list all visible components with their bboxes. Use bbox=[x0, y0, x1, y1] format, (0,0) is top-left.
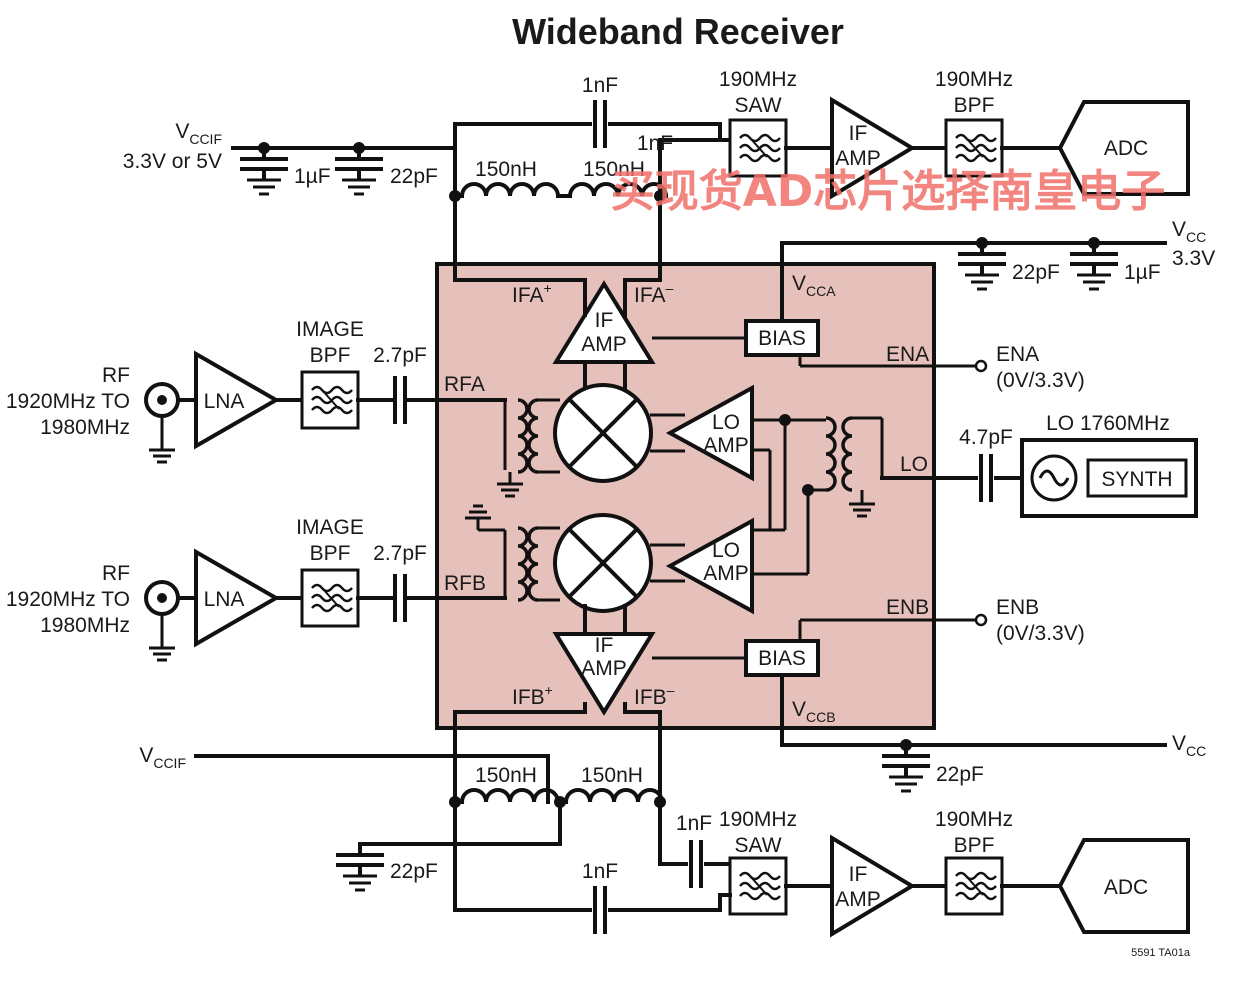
bottom-cap-22pf: 22pF bbox=[390, 860, 438, 883]
bottom-ind-a: 150nH bbox=[475, 764, 537, 787]
pin-vccb: VCCB bbox=[792, 698, 836, 725]
if-amp-b-label-2: AMP bbox=[581, 657, 627, 680]
pin-rfa: RFA bbox=[444, 373, 485, 396]
lo-amp-b-label-1: LO bbox=[712, 539, 740, 562]
ena-label: ENA bbox=[996, 343, 1039, 366]
pin-ifb-plus: IFB+ bbox=[512, 682, 553, 709]
top-saw-label-2: SAW bbox=[734, 94, 781, 117]
top-if-amp-label-1: IF bbox=[849, 122, 868, 145]
watermark-text: 买现货AD芯片选择南皇电子 bbox=[611, 166, 1166, 217]
diagram-title: Wideband Receiver bbox=[512, 11, 844, 52]
rf-b-label-2: 1920MHz TO bbox=[6, 588, 130, 611]
bottom-ind-b: 150nH bbox=[581, 764, 643, 787]
lo-amp-a-label-2: AMP bbox=[703, 434, 749, 457]
pin-vcca: VCCA bbox=[792, 272, 836, 299]
top-adc-label: ADC bbox=[1104, 137, 1148, 160]
image-bpf-a-label-2: BPF bbox=[310, 344, 351, 367]
bottom-saw-label-1: 190MHz bbox=[719, 808, 797, 831]
top-bpf-label-2: BPF bbox=[954, 94, 995, 117]
top-cap-1uf: 1µF bbox=[294, 165, 331, 188]
top-if-amp-label-2: AMP bbox=[835, 147, 881, 170]
top-cap-1nf-b: 1nF bbox=[637, 132, 673, 155]
top-cap-1nf-a: 1nF bbox=[582, 74, 618, 97]
vccif-top-value: 3.3V or 5V bbox=[123, 150, 222, 173]
rf-input-b: LNA IMAGE BPF 2.7pF RF 1920MHz TO 1980MH… bbox=[6, 516, 427, 662]
enb-label: ENB bbox=[996, 596, 1039, 619]
bias-a-label: BIAS bbox=[758, 327, 806, 350]
image-bpf-b-label-1: IMAGE bbox=[296, 516, 364, 539]
top-bpf-label-1: 190MHz bbox=[935, 68, 1013, 91]
vcca-rail: 22pF 1µF VCC 3.3V bbox=[780, 218, 1215, 324]
top-if-chain: IF AMP ADC 190MHz SAW 190MHz BPF 1nF 1nF… bbox=[123, 68, 1190, 282]
if-amp-a-label-2: AMP bbox=[581, 333, 627, 356]
vccif-bottom-label: VCCIF bbox=[139, 744, 186, 771]
if-amp-b-label-1: IF bbox=[595, 634, 614, 657]
top-saw-label-1: 190MHz bbox=[719, 68, 797, 91]
rf-b-label-1: RF bbox=[102, 562, 130, 585]
synth-label: SYNTH bbox=[1101, 468, 1172, 491]
top-ind-b: 150nH bbox=[583, 158, 645, 181]
pin-ifa-plus: IFA+ bbox=[512, 280, 552, 307]
pin-lo: LO bbox=[900, 453, 928, 476]
vcca-cap-22pf: 22pF bbox=[1012, 261, 1060, 284]
bottom-cap-1nf-a: 1nF bbox=[676, 812, 712, 835]
bottom-bpf-label-1: 190MHz bbox=[935, 808, 1013, 831]
pin-rfb: RFB bbox=[444, 572, 486, 595]
lna-b-label: LNA bbox=[204, 588, 245, 611]
rf-a-label-2: 1920MHz TO bbox=[6, 390, 130, 413]
ena-range: (0V/3.3V) bbox=[996, 369, 1085, 392]
pin-ena: ENA bbox=[886, 343, 929, 366]
lo-distribution bbox=[752, 414, 978, 576]
lo-source: SYNTH LO 1760MHz 4.7pF bbox=[959, 412, 1198, 518]
image-bpf-a-label-1: IMAGE bbox=[296, 318, 364, 341]
top-cap-22pf: 22pF bbox=[390, 165, 438, 188]
rf-b-label-3: 1980MHz bbox=[40, 614, 130, 637]
rf-a-label-1: RF bbox=[102, 364, 130, 387]
bottom-if-amp-label-2: AMP bbox=[835, 888, 881, 911]
lo-amp-b-label-2: AMP bbox=[703, 562, 749, 585]
vcc-top-value: 3.3V bbox=[1172, 247, 1215, 270]
if-amp-a-label-1: IF bbox=[595, 309, 614, 332]
rf-b-cap-label: 2.7pF bbox=[373, 542, 427, 565]
lo-source-label: LO 1760MHz bbox=[1046, 412, 1170, 435]
vcc-top-label: VCC bbox=[1172, 218, 1206, 245]
vcc-bottom-label: VCC bbox=[1172, 732, 1206, 759]
rf-input-a: LNA IMAGE BPF 2.7pF RF 1920MHz TO 1980MH… bbox=[6, 318, 427, 464]
channel-b: LO AMP IF AMP BIAS bbox=[403, 504, 988, 716]
bottom-saw-label-2: SAW bbox=[734, 834, 781, 857]
image-bpf-b-label-2: BPF bbox=[310, 542, 351, 565]
pin-ifb-minus: IFB– bbox=[634, 682, 675, 709]
figure-id: 5591 TA01a bbox=[1131, 947, 1191, 959]
rf-a-cap-label: 2.7pF bbox=[373, 344, 427, 367]
vccif-top-label: VCCIF bbox=[175, 120, 222, 147]
bottom-bpf-label-2: BPF bbox=[954, 834, 995, 857]
chip-body bbox=[435, 262, 936, 730]
channel-a: IF AMP BIAS LO AMP bbox=[403, 278, 988, 498]
lna-a-label: LNA bbox=[204, 390, 245, 413]
pin-enb: ENB bbox=[886, 596, 929, 619]
pin-ifa-minus: IFA– bbox=[634, 280, 674, 307]
vccb-rail: 22pF VCC bbox=[780, 673, 1206, 793]
lo-cap-label: 4.7pF bbox=[959, 426, 1013, 449]
bottom-cap-1nf-b: 1nF bbox=[582, 860, 618, 883]
bottom-adc-label: ADC bbox=[1104, 876, 1148, 899]
top-ind-a: 150nH bbox=[475, 158, 537, 181]
lo-amp-a-label-1: LO bbox=[712, 411, 740, 434]
rf-a-label-3: 1980MHz bbox=[40, 416, 130, 439]
vccb-cap-22pf: 22pF bbox=[936, 763, 984, 786]
vcca-cap-1uf: 1µF bbox=[1124, 261, 1161, 284]
bottom-if-amp-label-1: IF bbox=[849, 863, 868, 886]
bias-b-label: BIAS bbox=[758, 647, 806, 670]
enb-range: (0V/3.3V) bbox=[996, 622, 1085, 645]
bottom-if-chain: VCCIF 22pF IF AM bbox=[139, 702, 1190, 938]
